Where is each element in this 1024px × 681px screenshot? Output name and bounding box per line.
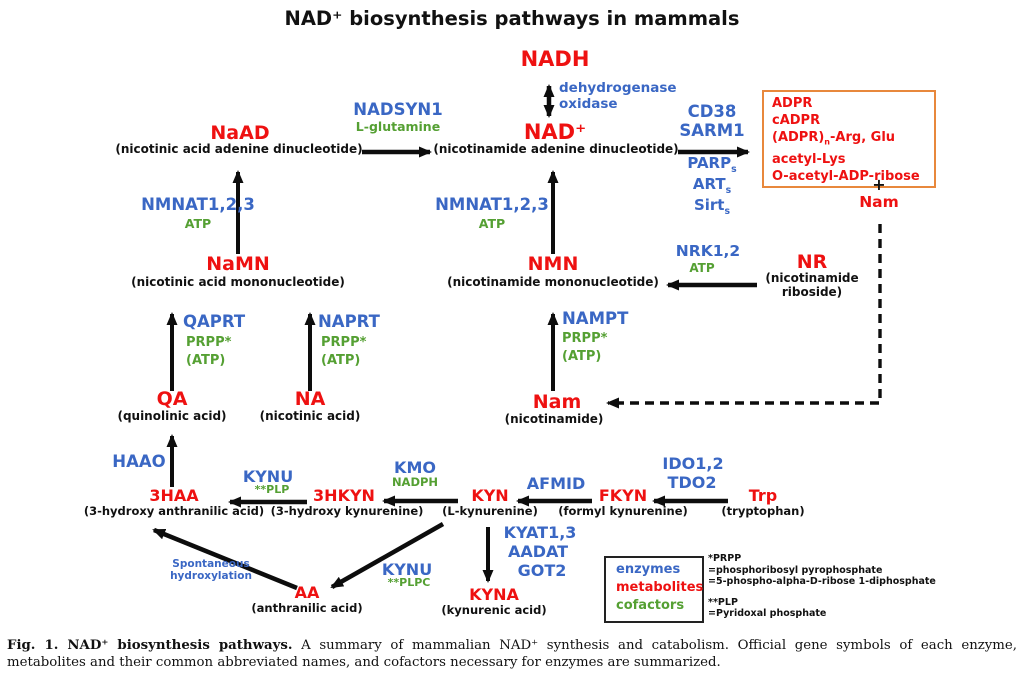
metabolite-3haa-full-name: (3-hydroxy anthranilic acid) (83, 504, 265, 518)
metabolite-aa-full-name: (anthranilic acid) (251, 601, 363, 615)
metabolite-kyn-full-name: (L-kynurenine) (442, 504, 538, 518)
enzyme-nampt: NAMPT (562, 309, 629, 328)
degradation-products-box: ADPR cADPR (ADPR)n-Arg, Glu acetyl-Lys O… (762, 90, 936, 188)
metabolite-kyn: KYN (471, 486, 509, 505)
cofactor-prpp-qaprt: PRPP* (186, 335, 232, 350)
product-adpr: ADPR (772, 96, 813, 111)
metabolite-nmn: NMN (527, 253, 579, 275)
arrow-aa-to-3haa (152, 527, 298, 591)
enzyme-sirts: Sirts (693, 196, 731, 217)
metabolite-nmn-full-name: (nicotinamide mononucleotide) (447, 275, 659, 289)
figure-caption: Fig. 1. NAD⁺ biosynthesis pathways. A su… (7, 637, 1017, 671)
enzyme-nmnat-naad: NMNAT1,2,3 (141, 195, 255, 214)
metabolite-na: NA (294, 388, 326, 410)
cofactor-atp-naprt: (ATP) (321, 353, 361, 368)
enzyme-oxidase: oxidase (559, 96, 618, 112)
enzyme-haao: HAAO (112, 452, 166, 471)
metabolite-nr: NR (796, 251, 828, 273)
footnote-plp-def: =Pyridoxal phosphate (708, 608, 827, 619)
figure-caption-bold: Fig. 1. NAD⁺ biosynthesis pathways. (7, 638, 293, 653)
figure-caption-text: A summary of mammalian NAD⁺ synthesis an… (7, 638, 1017, 670)
footnotes: *PRPP =phosphoribosyl pyrophosphate =5-p… (708, 553, 936, 620)
footnote-plp-label: **PLP (708, 596, 738, 608)
metabolite-na-full-name: (nicotinic acid) (259, 409, 361, 423)
metabolite-naad-full-name: (nicotinic acid adenine dinucleotide) (115, 142, 363, 156)
enzyme-kynu-aa: KYNU (381, 560, 433, 579)
metabolite-aa: AA (294, 583, 320, 602)
enzyme-arts: ARTs (692, 175, 732, 196)
metabolite-qa-full-name: (quinolinic acid) (117, 409, 227, 423)
enzyme-nadsyn1: NADSYN1 (353, 100, 443, 119)
arrow-kyn-to-aa (330, 522, 445, 589)
cofactor-atp-nmnat-naad: ATP (184, 216, 212, 231)
arrow-nam-byproduct-to-nam-dashed (606, 224, 882, 409)
metabolite-qa: QA (156, 388, 188, 410)
legend-box: enzymes metabolites cofactors (604, 556, 704, 623)
metabolite-fkyn-full-name: (formyl kynurenine) (558, 504, 688, 518)
diagram-title: NAD⁺ biosynthesis pathways in mammals (284, 7, 740, 30)
product-acetyl-lys: acetyl-Lys (772, 151, 846, 167)
cofactor-plp-kynu: **PLP (254, 483, 290, 496)
metabolite-nam: Nam (532, 391, 582, 413)
metabolite-nad: NAD⁺ (523, 120, 587, 144)
enzyme-kyat13: KYAT1,3 (503, 523, 577, 542)
enzyme-naprt: NAPRT (318, 312, 380, 331)
label-spontaneous-hydroxylation: Spontaneous hydroxylation (170, 558, 252, 583)
enzyme-kynu-3hkyn: KYNU (242, 467, 294, 486)
metabolite-nam-byproduct: Nam (859, 193, 899, 211)
cofactor-prpp-naprt: PRPP* (321, 335, 367, 350)
metabolite-namn-full-name: (nicotinic acid mononucleotide) (131, 275, 345, 289)
metabolite-trp: Trp (748, 486, 778, 505)
enzyme-cd38: CD38 (687, 102, 737, 121)
metabolite-namn: NaMN (206, 253, 270, 275)
cofactor-atp-qaprt: (ATP) (186, 353, 226, 368)
cofactor-prpp-nampt: PRPP* (562, 331, 608, 346)
legend-enzymes: enzymes (616, 562, 681, 577)
enzyme-kmo: KMO (394, 458, 436, 477)
legend-metabolites: metabolites (616, 580, 704, 595)
enzyme-got2: GOT2 (517, 561, 567, 580)
metabolite-3hkyn-full-name: (3-hydroxy kynurenine) (270, 504, 424, 518)
cofactor-atp-nrk: ATP (689, 261, 715, 275)
metabolite-nad-full-name: (nicotinamide adenine dinucleotide) (433, 142, 679, 156)
enzyme-parps: PARPs (687, 154, 737, 175)
enzyme-sarm1: SARM1 (679, 121, 745, 140)
enzyme-qaprt: QAPRT (183, 312, 246, 331)
enzyme-aadat: AADAT (507, 542, 569, 561)
enzyme-afmid: AFMID (526, 474, 586, 493)
enzyme-ido12: IDO1,2 (662, 454, 724, 473)
metabolite-trp-full-name: (tryptophan) (721, 504, 805, 518)
enzyme-nrk12: NRK1,2 (675, 242, 741, 260)
cofactor-l-glutamine: L-glutamine (355, 119, 441, 134)
metabolite-naad: NaAD (210, 122, 270, 144)
enzyme-dehydrogenase: dehydrogenase (559, 80, 677, 96)
product-cadpr: cADPR (772, 113, 821, 128)
metabolite-fkyn: FKYN (598, 486, 648, 505)
metabolite-kyna-full-name: (kynurenic acid) (441, 603, 547, 617)
metabolite-nadh: NADH (520, 47, 590, 71)
footnote-prpp-def2: =5-phospho-alpha-D-ribose 1-diphosphate (708, 576, 936, 587)
product-adprn-arg-glu: (ADPR)n-Arg, Glu (772, 130, 896, 147)
cofactor-atp-nampt: (ATP) (562, 349, 602, 364)
cofactor-atp-nmnat-nad: ATP (478, 216, 506, 231)
cofactor-plpc-kynu: **PLPC (387, 576, 431, 589)
legend-cofactors: cofactors (616, 598, 685, 613)
metabolite-3hkyn: 3HKYN (313, 486, 375, 505)
footnote-prpp-label: *PRPP (708, 553, 742, 564)
metabolite-nam-full-name: (nicotinamide) (504, 412, 604, 426)
enzyme-nmnat-nad: NMNAT1,2,3 (435, 195, 549, 214)
metabolite-kyna: KYNA (469, 585, 519, 604)
metabolite-3haa: 3HAA (149, 486, 199, 505)
metabolite-nr-full-name: (nicotinamide riboside) (765, 271, 859, 299)
cofactor-nadph-kmo: NADPH (391, 475, 439, 489)
plus-sign: + (872, 175, 886, 194)
footnote-prpp-def1: =phosphoribosyl pyrophosphate (708, 564, 883, 576)
enzyme-tdo2: TDO2 (667, 473, 717, 492)
product-o-acetyl-adp-ribose: O-acetyl-ADP-ribose (772, 168, 920, 184)
